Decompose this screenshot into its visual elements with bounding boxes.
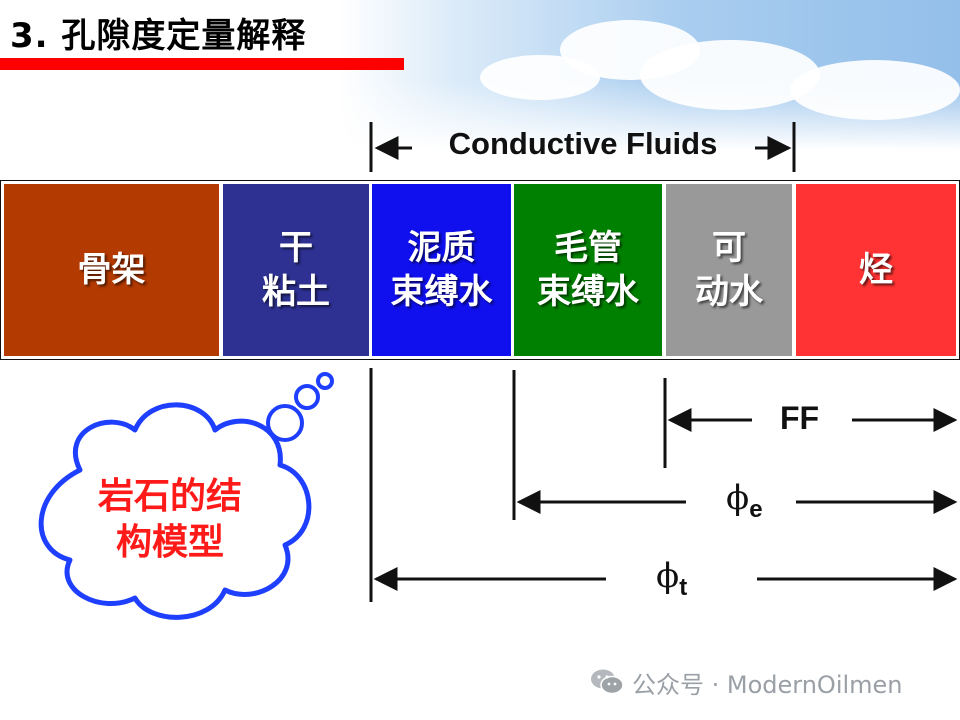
title-underline — [0, 58, 404, 70]
thought-dot-medium — [294, 384, 320, 410]
ff-label: FF — [780, 400, 820, 436]
watermark: 公众号 · ModernOilmen — [590, 666, 903, 699]
phi-t-symbol: ϕ — [656, 556, 680, 596]
segment-hydrocarbon: 烃 — [796, 184, 956, 356]
cloud-decoration — [480, 55, 600, 100]
thought-bubble-text: 岩石的结 构模型 — [97, 476, 242, 563]
cloud-decoration — [790, 60, 960, 120]
phi-t-label: ϕt — [656, 556, 687, 601]
phi-t-subscript: t — [679, 574, 688, 601]
phi-e-symbol: ϕ — [726, 478, 750, 518]
slide-title: 3. 孔隙度定量解释 — [10, 16, 307, 56]
segment-clay-bound-water: 泥质 束缚水 — [372, 184, 511, 356]
thought-dot-small — [316, 372, 334, 390]
phi-e-label: ϕe — [726, 478, 763, 523]
segment-dry-clay: 干 粘土 — [223, 184, 369, 356]
conductive-fluids-label: Conductive Fluids — [448, 126, 718, 161]
segment-movable-water: 可 动水 — [666, 184, 792, 356]
segment-matrix: 骨架 — [4, 184, 219, 356]
phi-e-subscript: e — [749, 496, 763, 523]
cloud-decoration — [640, 40, 820, 110]
segment-capillary-bound-water: 毛管 束缚水 — [514, 184, 662, 356]
rock-model-bar: 骨架 干 粘土 泥质 束缚水 毛管 束缚水 可 动水 烃 — [0, 180, 960, 360]
wechat-icon — [591, 669, 624, 695]
thought-dot-large — [266, 404, 304, 442]
watermark-text: 公众号 · ModernOilmen — [632, 670, 903, 699]
thought-bubble-cloud — [38, 402, 312, 620]
